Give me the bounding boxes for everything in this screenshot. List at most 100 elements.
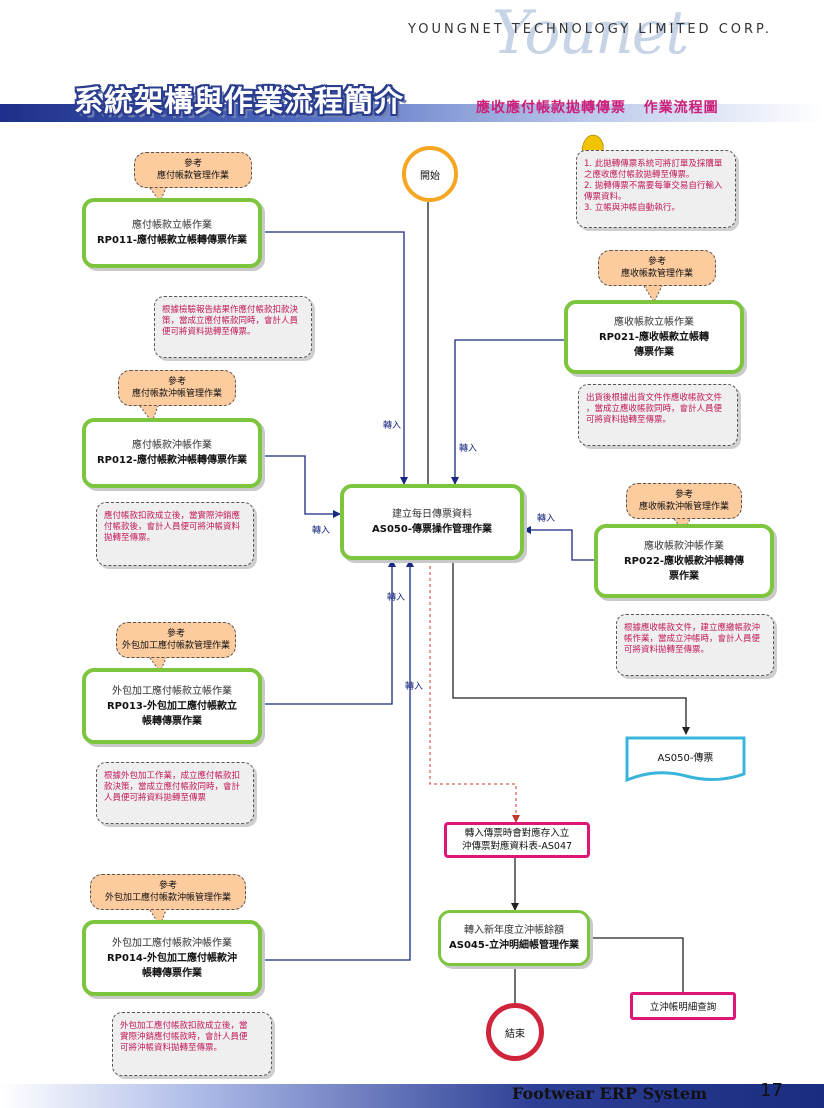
ref-sub-offset: 參考 外包加工應付帳款沖帳管理作業: [90, 874, 246, 910]
ref-target: 應收帳款管理作業: [620, 269, 693, 279]
ref-target: 外包加工應付帳款管理作業: [121, 641, 230, 651]
ref-target: 外包加工應付帳款沖帳管理作業: [104, 893, 231, 903]
note-line: 傳票資料。: [584, 192, 627, 202]
voucher-label: AS050-傳票: [657, 752, 714, 764]
note-line: 出貨後根據出貨文件作應收帳款文件: [586, 393, 723, 403]
transfer-label-rp012: 轉入: [312, 526, 331, 536]
as047-line2: 沖傳票對應資料表-AS047: [461, 841, 573, 852]
start-terminal: 開始: [402, 146, 458, 202]
process-code: AS050-傳票操作管理作業: [372, 524, 492, 535]
ref-target: 應付帳款沖帳管理作業: [131, 389, 222, 399]
transfer-label-rp011: 轉入: [383, 421, 402, 431]
process-code-cont: 帳轉傳票作業: [142, 715, 202, 727]
process-name: 外包加工應付帳款立帳作業: [112, 685, 232, 697]
process-code: RP011-應付帳款立帳轉傳票作業: [96, 235, 248, 246]
page-subtitle: 應收應付帳款拋轉傳票 作業流程圖: [476, 100, 719, 116]
ref-title: 參考: [647, 257, 666, 267]
start-label: 開始: [420, 170, 440, 182]
note-line: 之應收應付帳款拋轉至傳票。: [584, 170, 695, 180]
note-line: 實際沖銷應付帳款時，會計人員便: [120, 1032, 248, 1042]
process-name: 應收帳款沖帳作業: [644, 540, 724, 552]
transfer-label-rp022: 轉入: [537, 514, 556, 524]
end-terminal: 結束: [486, 1003, 544, 1061]
end-label: 結束: [505, 1028, 525, 1040]
note-line: 拋轉至傳票。: [104, 533, 156, 543]
process-as045[interactable]: 轉入新年度立沖帳餘額 AS045-立沖明細帳管理作業: [438, 910, 590, 966]
note-ar-offset: 根據應收帳款文件，建立應繳帳款沖 帳作業，當成立沖帳時，會計人員便 可將資料拋轉…: [616, 614, 774, 676]
ref-ap-account: 參考 應付帳款管理作業: [134, 152, 252, 188]
footer-band: [0, 1084, 824, 1108]
note-top-right: 1. 此拋轉傳票系統可將訂單及採購單 之應收應付帳款拋轉至傳票。 2. 拋轉傳票…: [576, 150, 736, 228]
transfer-label-rp021: 轉入: [459, 444, 478, 454]
note-sub-offset: 外包加工應付帳款扣款成立後，當 實際沖銷應付帳款時，會計人員便 可將沖帳資料拋轉…: [112, 1012, 272, 1076]
offset-query-document[interactable]: 立沖帳明細查詢: [630, 992, 736, 1020]
process-code: RP022-應收帳款沖帳轉傳: [623, 555, 745, 567]
connector-rp012: [262, 455, 341, 518]
ref-sub-account: 參考 外包加工應付帳款管理作業: [116, 622, 236, 658]
ref-title: 參考: [167, 377, 186, 387]
transfer-label-rp013: 轉入: [387, 593, 406, 603]
note-line: 1. 此拋轉傳票系統可將訂單及採購單: [584, 159, 723, 169]
note-line: 應付帳款扣款成立後，當實際沖銷應: [104, 511, 241, 521]
note-line: 人員便可將資料拋轉至傳票: [104, 793, 207, 803]
connector-rp013: [262, 559, 396, 705]
process-rp011[interactable]: 應付帳款立帳作業 RP011-應付帳款立帳轉傳票作業: [82, 198, 262, 268]
company-name: YOUNGNET TECHNOLOGY LIMITED CORP.: [408, 22, 772, 37]
process-as050[interactable]: 建立每日傳票資料 AS050-傳票操作管理作業: [340, 484, 524, 560]
note-ap-offset: 應付帳款扣款成立後，當實際沖銷應 付帳款後，會計人員便可將沖帳資料 拋轉至傳票。: [96, 502, 254, 566]
process-name: 應付帳款立帳作業: [132, 220, 212, 231]
process-code: RP012-應付帳款沖帳轉傳票作業: [96, 455, 248, 466]
note-line: ，當成立應收帳款同時，會計人員便: [586, 404, 723, 414]
header-band: [0, 104, 824, 122]
process-code: RP014-外包加工應付帳款沖: [106, 952, 238, 964]
transfer-label-rp014: 轉入: [405, 682, 424, 692]
connector-rp022: [523, 526, 596, 561]
note-line: 2. 拋轉傳票不需要每筆交易自行輸入: [584, 181, 723, 191]
voucher-document[interactable]: AS050-傳票: [627, 742, 744, 770]
note-line: 根據檢驗報告結果作應付帳款扣款決: [162, 305, 299, 315]
note-ap-account: 根據檢驗報告結果作應付帳款扣款決 策，當成立應付帳款同時，會計人員 便可將資料拋…: [154, 296, 312, 358]
connector-as047-dashed: [429, 560, 520, 823]
ref-ar-account: 參考 應收帳款管理作業: [598, 250, 716, 286]
ref-tail-sub-offset: [149, 909, 167, 928]
connector-query: [590, 937, 684, 992]
process-code-cont: 票作業: [669, 570, 699, 582]
page-number: 17: [760, 1080, 783, 1101]
ref-tail-ar-account: [643, 285, 663, 304]
process-rp013[interactable]: 外包加工應付帳款立帳作業 RP013-外包加工應付帳款立 帳轉傳票作業: [82, 668, 262, 744]
process-code: RP013-外包加工應付帳款立: [106, 700, 238, 712]
note-line: 根據外包加工作業，成立應付帳款扣: [104, 771, 241, 781]
process-code: RP021-應收帳款立帳轉: [598, 331, 710, 343]
process-rp022[interactable]: 應收帳款沖帳作業 RP022-應收帳款沖帳轉傳 票作業: [594, 524, 774, 598]
note-line: 帳作業，當成立沖帳時，會計人員便: [624, 634, 761, 644]
process-name: 應收帳款立帳作業: [614, 316, 694, 328]
process-rp021[interactable]: 應收帳款立帳作業 RP021-應收帳款立帳轉 傳票作業: [564, 300, 744, 374]
note-line: 策，當成立應付帳款同時，會計人員: [162, 316, 299, 326]
note-line: 款決策，當成立應付帳款同時，會計: [104, 782, 241, 792]
note-line: 外包加工應付帳款扣款成立後，當: [120, 1021, 248, 1031]
note-line: 3. 立帳與沖帳自動執行。: [584, 203, 680, 213]
connector-rp014: [262, 559, 414, 961]
ref-title: 參考: [166, 629, 185, 639]
note-line: 可將資料拋轉至傳票。: [624, 645, 710, 655]
process-name: 外包加工應付帳款沖帳作業: [112, 937, 232, 949]
offset-query-label: 立沖帳明細查詢: [649, 1002, 717, 1013]
as047-document[interactable]: 轉入傳票時會對應存入立 沖傳票對應資料表-AS047: [444, 822, 590, 858]
process-code-cont: 傳票作業: [634, 346, 674, 358]
process-name: 應付帳款沖帳作業: [132, 440, 212, 451]
voucher-document-shape: [625, 736, 746, 783]
ref-title: 參考: [183, 159, 202, 169]
connector-rp021: [451, 339, 564, 485]
connector-rp011: [262, 231, 408, 485]
process-code: AS045-立沖明細帳管理作業: [449, 940, 579, 951]
process-rp012[interactable]: 應付帳款沖帳作業 RP012-應付帳款沖帳轉傳票作業: [82, 418, 262, 488]
note-line: 可將沖帳資料拋轉至傳票。: [120, 1043, 223, 1053]
connector-voucher: [452, 560, 690, 735]
note-line: 可將資料拋轉至傳票。: [586, 415, 672, 425]
note-line: 便可將資料拋轉至傳票。: [162, 327, 256, 337]
page-title: 系統架構與作業流程簡介: [74, 84, 405, 118]
process-name: 轉入新年度立沖帳餘額: [464, 925, 564, 936]
ref-title: 參考: [674, 490, 693, 500]
process-name: 建立每日傳票資料: [392, 509, 472, 520]
process-rp014[interactable]: 外包加工應付帳款沖帳作業 RP014-外包加工應付帳款沖 帳轉傳票作業: [82, 920, 262, 996]
